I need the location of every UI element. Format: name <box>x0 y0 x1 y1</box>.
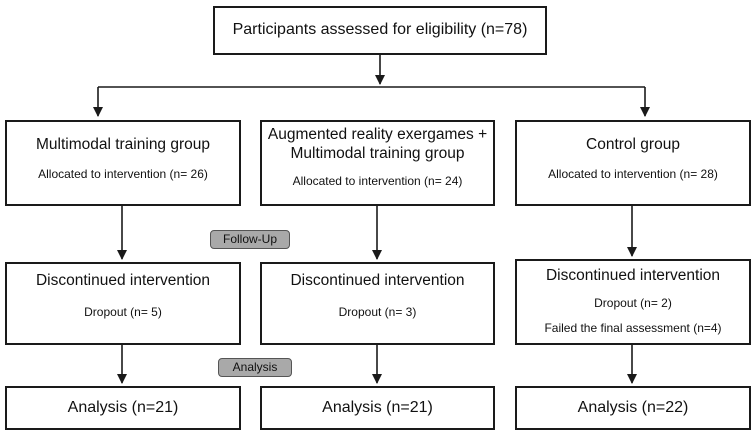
group-3-analysis-box: Analysis (n=22) <box>515 386 751 430</box>
analysis-stage-tag: Analysis <box>218 358 292 377</box>
group-2-title-line-2: Multimodal training group <box>290 145 465 162</box>
group-3-allocation-box: Control group Allocated to intervention … <box>515 120 751 206</box>
group-1-allocation-box: Multimodal training group Allocated to i… <box>5 120 241 206</box>
group-3-allocated: Allocated to intervention (n= 28) <box>548 167 718 181</box>
group-2-discontinued-box: Discontinued intervention Dropout (n= 3) <box>260 262 495 345</box>
group-1-analysis-box: Analysis (n=21) <box>5 386 241 430</box>
followup-stage-tag: Follow-Up <box>210 230 290 249</box>
group-3-failed-assessment: Failed the final assessment (n=4) <box>544 321 722 335</box>
group-3-analysis-label: Analysis (n=22) <box>577 399 689 416</box>
group-1-analysis-label: Analysis (n=21) <box>67 399 179 416</box>
group-3-title: Control group <box>586 136 680 153</box>
group-1-dropout: Dropout (n= 5) <box>84 305 162 319</box>
group-1-title: Multimodal training group <box>35 136 211 153</box>
group-3-dropout: Dropout (n= 2) <box>594 296 672 310</box>
group-2-dropout: Dropout (n= 3) <box>338 305 417 319</box>
group-2-allocated: Allocated to intervention (n= 24) <box>292 174 463 188</box>
group-3-discontinued-box: Discontinued intervention Dropout (n= 2)… <box>515 259 751 345</box>
group-2-analysis-label: Analysis (n=21) <box>322 399 433 416</box>
eligibility-label: Participants assessed for eligibility (n… <box>232 21 528 38</box>
group-3-discontinued-title: Discontinued intervention <box>545 267 721 284</box>
group-1-discontinued-box: Discontinued intervention Dropout (n= 5) <box>5 262 241 345</box>
group-1-discontinued-title: Discontinued intervention <box>35 272 211 289</box>
eligibility-box: Participants assessed for eligibility (n… <box>213 6 547 55</box>
group-1-allocated: Allocated to intervention (n= 26) <box>38 167 208 181</box>
group-2-title-line-1: Augmented reality exergames + <box>267 126 488 143</box>
group-2-analysis-box: Analysis (n=21) <box>260 386 495 430</box>
group-2-allocation-box: Augmented reality exergames + Multimodal… <box>260 120 495 206</box>
group-2-discontinued-title: Discontinued intervention <box>290 272 465 289</box>
